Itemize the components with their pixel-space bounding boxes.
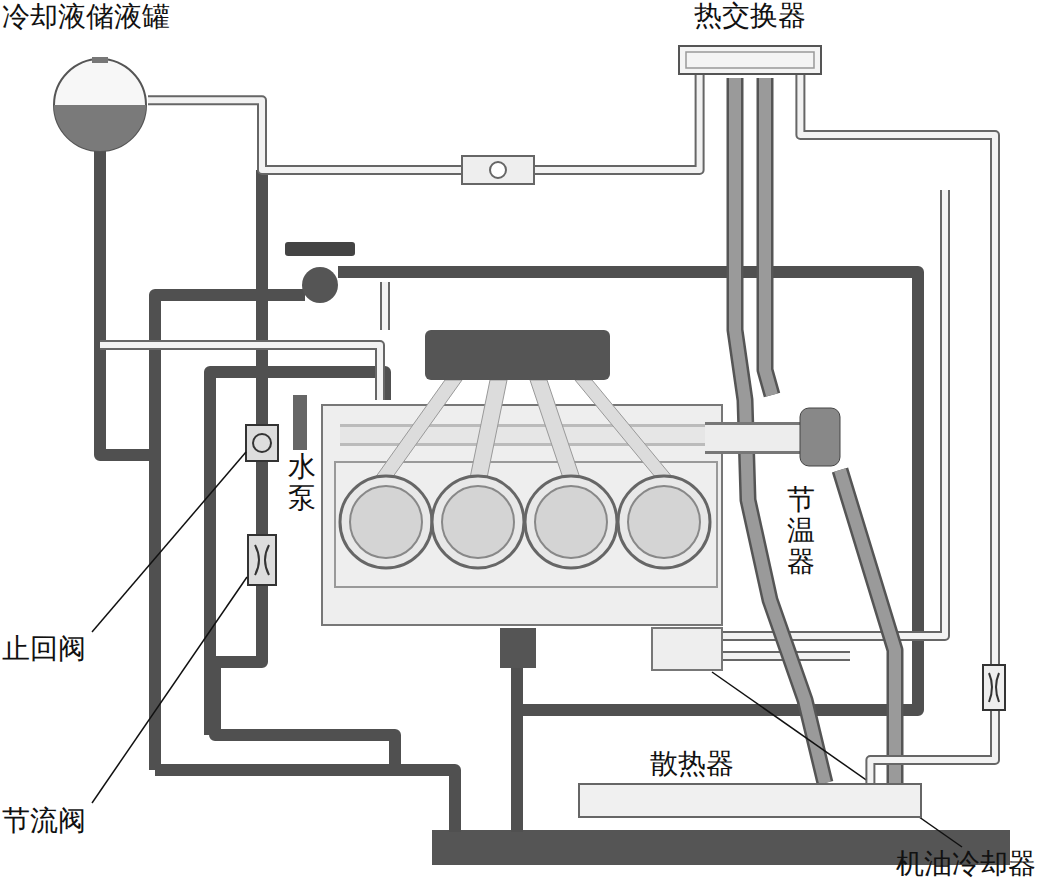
inline-valve xyxy=(462,156,534,184)
node-heading: 冷却液储液罐 xyxy=(2,2,98,33)
heater-hose xyxy=(765,78,772,395)
cylinder xyxy=(618,476,710,568)
vent-pipe xyxy=(100,345,380,400)
water-rail xyxy=(340,424,705,446)
water-rail xyxy=(340,427,705,443)
node-heading: 散热器 xyxy=(650,749,994,780)
check-valve-ball xyxy=(253,434,271,452)
coolant-line xyxy=(800,75,995,783)
pressure-cap xyxy=(285,242,355,256)
intake-runner xyxy=(375,380,462,478)
tank-cap xyxy=(92,57,108,63)
cylinder-bore xyxy=(535,486,607,558)
cylinder-bore xyxy=(350,486,422,558)
coolant-line xyxy=(148,75,700,170)
inline-valve-disc xyxy=(490,162,506,178)
part-label: 节温器 xyxy=(787,485,815,577)
water-pump xyxy=(293,395,307,450)
intake-runner xyxy=(530,380,580,478)
pipe-core xyxy=(800,75,995,783)
node-outline xyxy=(578,783,922,818)
throttle-mark xyxy=(255,545,269,575)
heat-exchanger-box: 热交换器 xyxy=(678,45,822,75)
heater-hose xyxy=(765,78,772,395)
coolant-pipe xyxy=(511,710,523,832)
leader-line xyxy=(92,452,246,632)
part-label: 机油冷却器 xyxy=(896,849,1036,880)
tank-outline xyxy=(54,59,146,151)
leader-line xyxy=(92,577,247,803)
intake-manifold xyxy=(425,330,610,380)
cylinder-group xyxy=(340,476,710,568)
part-label: 水泵 xyxy=(288,452,316,514)
water-jacket xyxy=(335,462,717,587)
engine-block xyxy=(322,405,722,625)
vent-pipe xyxy=(100,345,380,400)
cylinder-bore xyxy=(628,486,700,558)
thermostat-head xyxy=(800,408,840,466)
cylinder xyxy=(340,476,432,568)
exchanger-core xyxy=(686,52,814,68)
part-label: 止回阀 xyxy=(2,634,86,665)
oil-cooler-body xyxy=(652,628,722,670)
intake-runner xyxy=(470,380,507,478)
thermostat-housing xyxy=(705,422,815,454)
coolant-level xyxy=(54,105,146,151)
cylinder-bore xyxy=(442,486,514,558)
throttle-valve-symbol xyxy=(983,665,1005,710)
vent-pipe xyxy=(382,282,388,330)
pipe-outline xyxy=(148,75,700,170)
intake-runner xyxy=(575,380,673,478)
radiator-box: 散热器 xyxy=(578,783,922,818)
node-outline xyxy=(678,45,822,75)
pipe-outline xyxy=(800,75,995,783)
check-valve-symbol xyxy=(246,425,278,461)
pipe-core xyxy=(148,75,700,170)
throttle-mark xyxy=(989,673,999,702)
vent-pipe xyxy=(380,282,390,330)
pressure-cap-body xyxy=(302,267,338,303)
thermostat-housing xyxy=(705,425,815,451)
radiator-hose xyxy=(840,470,895,783)
reservoir-tank: 冷却液储液罐 xyxy=(52,57,148,153)
pump-housing xyxy=(500,628,536,668)
coolant-pipe xyxy=(155,764,395,776)
cylinder xyxy=(432,476,524,568)
radiator-outline xyxy=(579,784,921,817)
radiator-hose xyxy=(840,470,895,783)
part-label: 节流阀 xyxy=(2,806,86,837)
cylinder xyxy=(525,476,617,568)
throttle-valve-symbol xyxy=(248,535,276,585)
coolant-pipe xyxy=(100,150,155,455)
node-outline xyxy=(52,57,148,153)
exchanger-outline xyxy=(679,46,821,74)
node-heading: 热交换器 xyxy=(678,1,822,32)
